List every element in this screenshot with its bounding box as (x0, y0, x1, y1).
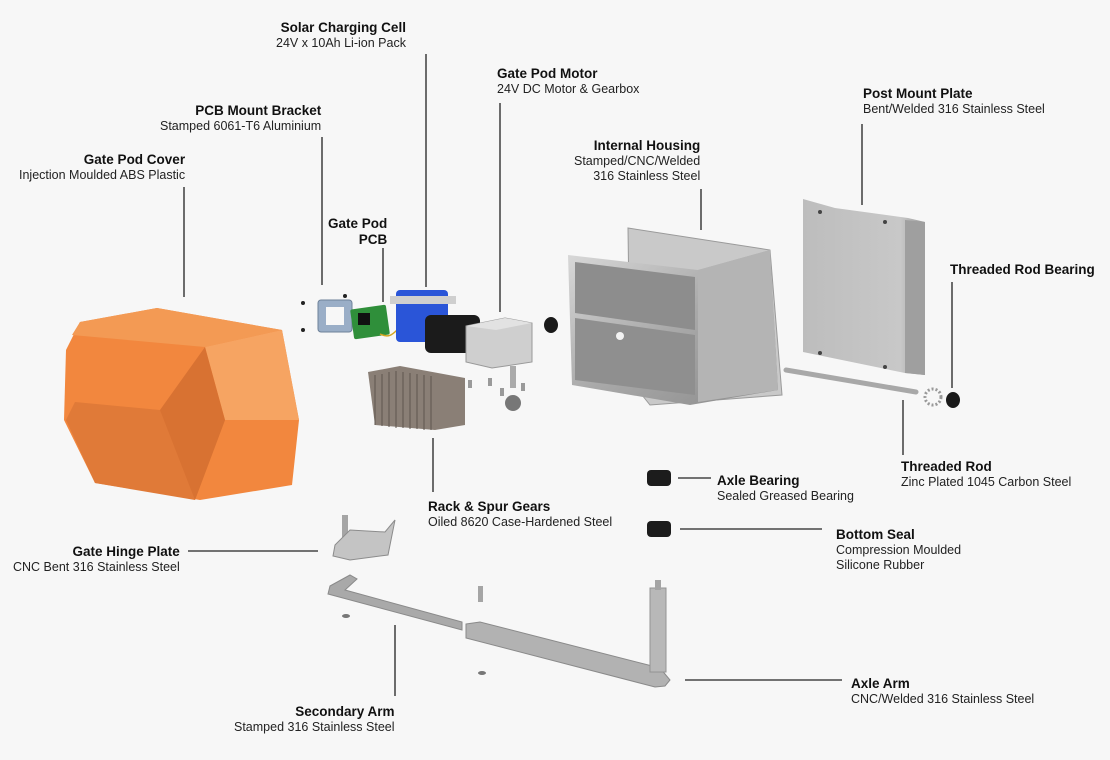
label-subtitle-line2: 316 Stainless Steel (593, 169, 701, 183)
label-title: Rack & Spur Gears (428, 499, 551, 514)
label-subtitle: Stamped/CNC/Welded (574, 154, 701, 168)
label-rack-spur-gears: Rack & Spur Gears Oiled 8620 Case-Harden… (428, 499, 612, 530)
label-title: Gate Pod (328, 216, 388, 231)
threaded-rod-part (783, 367, 960, 408)
label-subtitle: Compression Moulded (836, 543, 962, 557)
label-subtitle: Stamped 316 Stainless Steel (234, 720, 395, 734)
label-subtitle: CNC/Welded 316 Stainless Steel (851, 692, 1035, 706)
label-title: Internal Housing (593, 138, 701, 153)
label-threaded-rod-bearing: Threaded Rod Bearing (950, 262, 1095, 278)
label-subtitle: Oiled 8620 Case-Hardened Steel (428, 515, 613, 529)
label-post-mount-plate: Post Mount Plate Bent/Welded 316 Stainle… (863, 86, 1045, 117)
label-secondary-arm: Secondary Arm Stamped 316 Stainless Stee… (234, 704, 395, 735)
gate-hinge-plate-part (332, 515, 396, 561)
label-subtitle: Sealed Greased Bearing (717, 489, 854, 503)
label-title-line2: PCB (358, 232, 388, 247)
label-axle-arm: Axle Arm CNC/Welded 316 Stainless Steel (851, 676, 1034, 707)
leader-lines (183, 54, 953, 696)
axle-arm-part (465, 580, 671, 688)
post-mount-plate-part (803, 199, 925, 375)
label-subtitle: Injection Moulded ABS Plastic (19, 168, 186, 182)
label-gate-pod-pcb: Gate Pod PCB (328, 216, 387, 248)
label-title: Gate Pod Cover (83, 152, 186, 167)
label-gate-pod-motor: Gate Pod Motor 24V DC Motor & Gearbox (497, 66, 639, 97)
label-subtitle: Bent/Welded 316 Stainless Steel (863, 102, 1045, 116)
label-title: Threaded Rod (901, 459, 992, 474)
gate-pod-cover-part (64, 308, 299, 500)
bottom-seal-part (647, 521, 671, 537)
label-title: Axle Bearing (717, 473, 800, 488)
label-title: Secondary Arm (295, 704, 395, 719)
label-subtitle: 24V DC Motor & Gearbox (497, 82, 640, 96)
label-threaded-rod: Threaded Rod Zinc Plated 1045 Carbon Ste… (901, 459, 1071, 490)
secondary-arm-part (327, 574, 463, 631)
label-gate-pod-cover: Gate Pod Cover Injection Moulded ABS Pla… (19, 152, 185, 183)
pcb-mount-bracket-part (301, 294, 353, 333)
label-gate-hinge-plate: Gate Hinge Plate CNC Bent 316 Stainless … (13, 544, 180, 575)
label-solar-charging-cell: Solar Charging Cell 24V x 10Ah Li-ion Pa… (276, 20, 406, 51)
label-title: Gate Pod Motor (497, 66, 598, 81)
label-title: Threaded Rod Bearing (950, 262, 1095, 277)
label-title: Gate Hinge Plate (72, 544, 180, 559)
label-title: Axle Arm (851, 676, 910, 691)
label-title: Solar Charging Cell (280, 20, 406, 35)
label-title: PCB Mount Bracket (195, 103, 322, 118)
label-subtitle: CNC Bent 316 Stainless Steel (13, 560, 180, 574)
label-subtitle-line2: Silicone Rubber (836, 558, 925, 572)
internal-housing-part (568, 227, 783, 406)
label-subtitle: Zinc Plated 1045 Carbon Steel (901, 475, 1072, 489)
axle-bearing-part (647, 470, 671, 486)
gate-pod-pcb-part (350, 304, 403, 340)
label-axle-bearing: Axle Bearing Sealed Greased Bearing (717, 473, 854, 504)
label-title: Bottom Seal (836, 527, 915, 542)
gate-pod-motor-part (425, 315, 533, 411)
rack-spur-gears-part (368, 366, 465, 430)
label-subtitle: Stamped 6061-T6 Aluminium (160, 119, 322, 133)
label-bottom-seal: Bottom Seal Compression Moulded Silicone… (836, 527, 961, 573)
label-subtitle: 24V x 10Ah Li-ion Pack (276, 36, 406, 50)
label-title: Post Mount Plate (863, 86, 973, 101)
label-pcb-mount-bracket: PCB Mount Bracket Stamped 6061-T6 Alumin… (160, 103, 321, 134)
screws-part (468, 378, 525, 396)
label-internal-housing: Internal Housing Stamped/CNC/Welded 316 … (574, 138, 700, 184)
motor-bushing-part (544, 317, 558, 333)
